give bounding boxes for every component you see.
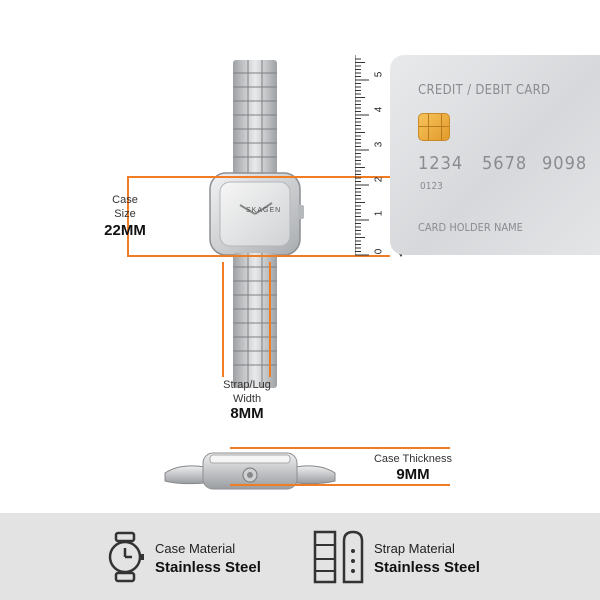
strap-icon bbox=[313, 530, 364, 584]
card-number-1: 1234 bbox=[418, 153, 464, 174]
case-size-label: Case Size bbox=[112, 194, 138, 220]
ruler-tick-2: 2 bbox=[373, 176, 385, 183]
watch-front-image bbox=[209, 60, 304, 388]
ruler-tick-1: 1 bbox=[373, 210, 385, 217]
credit-card: CREDIT / DEBIT CARD 1234 5678 9098 0123 … bbox=[390, 55, 600, 255]
chip-icon bbox=[418, 113, 450, 141]
case-material-value: Stainless Steel bbox=[155, 559, 261, 576]
thickness-line-top bbox=[230, 447, 450, 449]
strap-width-label: Strap/Lug Width bbox=[223, 379, 271, 405]
upper-strap bbox=[233, 60, 277, 175]
strap-material-label: Strap Material bbox=[374, 541, 455, 556]
brand-text: SKAGEN bbox=[246, 207, 282, 214]
thickness-value: 9MM bbox=[396, 466, 430, 483]
card-number-2: 5678 bbox=[482, 153, 528, 174]
watch-icon bbox=[108, 531, 144, 583]
thickness-line-bottom bbox=[230, 484, 450, 486]
card-number-3: 9098 bbox=[542, 153, 588, 174]
ruler-tick-4: 4 bbox=[373, 106, 385, 113]
card-holder-name: CARD HOLDER NAME bbox=[418, 221, 523, 234]
ruler-tick-5: 5 bbox=[373, 71, 385, 78]
watch-side-image bbox=[164, 452, 336, 490]
card-small-number: 0123 bbox=[420, 181, 443, 192]
ruler-tick-3: 3 bbox=[373, 141, 385, 148]
case-size-value: 22MM bbox=[104, 222, 146, 239]
watch-case bbox=[209, 172, 304, 256]
case-size-bracket bbox=[127, 176, 129, 257]
feature-bar: Case Material Stainless Steel Strap Mate… bbox=[0, 513, 600, 600]
case-size-line-top bbox=[127, 176, 390, 178]
card-title: CREDIT / DEBIT CARD bbox=[418, 83, 551, 98]
strap-width-value: 8MM bbox=[230, 405, 264, 422]
strap-width-line-right bbox=[269, 262, 271, 377]
thickness-label: Case Thickness bbox=[373, 453, 453, 465]
ruler-tick-0: 0 bbox=[373, 248, 385, 255]
case-material-label: Case Material bbox=[155, 541, 236, 556]
strap-width-line-left bbox=[222, 262, 224, 377]
ruler bbox=[355, 55, 369, 256]
strap-material-value: Stainless Steel bbox=[374, 559, 480, 576]
case-size-line-bottom bbox=[127, 255, 390, 257]
